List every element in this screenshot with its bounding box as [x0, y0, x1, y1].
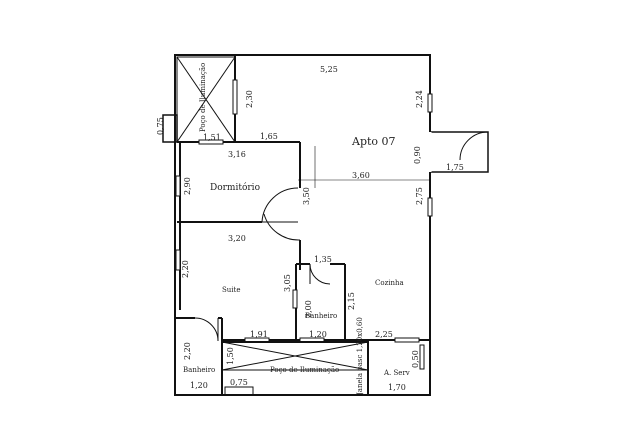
dim-bedroom-height: 2,90 — [183, 177, 192, 195]
bedroom-label: Dormitório — [210, 182, 260, 193]
light-well-side-box — [162, 114, 178, 143]
bathroom-1-label: Banheiro — [183, 366, 215, 374]
dim-well-bottom-offset: 0,75 — [230, 378, 248, 387]
dim-balcony-depth: 1,75 — [446, 163, 464, 172]
light-well-bottom — [221, 341, 369, 396]
dim-light-well-bottom: 1,51 — [203, 133, 221, 142]
light-well-bottom-label: Poço de Iluminação — [270, 366, 339, 374]
dim-bath2-bottom: 1,20 — [309, 330, 327, 339]
dim-light-well-side: 0,75 — [156, 117, 165, 135]
dim-closet-height: 3,05 — [283, 274, 292, 292]
dim-corridor-width: 1,65 — [260, 132, 278, 141]
dim-top-left-wall: 2,30 — [245, 90, 254, 108]
dimension-lines — [298, 146, 430, 188]
dim-kitchen-bottom: 2,25 — [375, 330, 393, 339]
dim-well-bottom-height: 1,50 — [226, 347, 235, 365]
dim-bath1-height: 2,20 — [183, 342, 192, 360]
dim-top-right-wall: 2,24 — [415, 90, 424, 108]
dim-suite-bottom: 1,91 — [250, 330, 268, 339]
dim-kitchen-height: 2,75 — [415, 187, 424, 205]
dim-suite-width: 3,20 — [228, 234, 246, 243]
dim-bedroom-width: 3,16 — [228, 150, 246, 159]
service-area-label: A. Serv — [383, 369, 410, 377]
dim-bath1-width: 1,20 — [190, 381, 208, 390]
apartment-label: Apto 07 — [351, 135, 396, 148]
kitchen-label: Cozinha — [375, 279, 404, 287]
wall-note-label: Janela basc 1,20x0,60 — [356, 317, 364, 396]
dim-door-opening: 0,90 — [413, 146, 422, 164]
windows — [175, 79, 433, 370]
outer-walls — [174, 54, 431, 396]
dim-central-width: 3,60 — [352, 171, 370, 180]
balcony — [428, 131, 489, 173]
dim-top-width: 5,25 — [320, 65, 338, 74]
dim-bath2-height: 2,00 — [304, 300, 313, 318]
dim-kitchen-wall: 2,15 — [347, 292, 356, 310]
suite-label: Suite — [222, 286, 241, 294]
dim-service-height: 0,50 — [411, 350, 420, 368]
dim-service-width: 1,70 — [388, 383, 406, 392]
dim-hall-width: 1,35 — [314, 255, 332, 264]
dim-central-height: 3,50 — [302, 187, 311, 205]
bathroom-2-label: Banheiro — [305, 312, 337, 320]
light-well-top-label: Poço de Iluminação — [199, 63, 207, 132]
dim-suite-height: 2,20 — [181, 260, 190, 278]
doors — [194, 187, 331, 342]
